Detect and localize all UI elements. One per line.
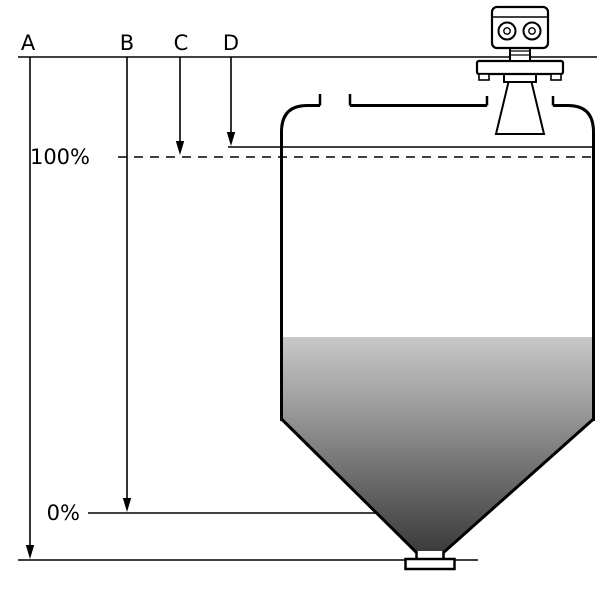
tank-cone-left <box>280 417 418 554</box>
flange-bolt-left <box>478 73 490 81</box>
empty-level-label: 0% <box>47 501 80 525</box>
dim-label-b: B <box>120 31 134 55</box>
tank-right-wall-and-top <box>553 104 595 421</box>
outlet-neck <box>415 551 445 559</box>
dim-label-d: D <box>223 31 239 55</box>
arrowhead-b <box>122 498 132 512</box>
sensor-process-flange <box>475 59 565 76</box>
tank-fill-material <box>283 337 592 551</box>
dimension-arrow-b <box>122 57 132 512</box>
dimension-arrow-a <box>25 57 35 559</box>
dim-label-c: C <box>174 31 189 55</box>
sensor-gland-left <box>497 21 517 41</box>
outlet-flange <box>404 557 456 571</box>
tank-left-wall-and-top <box>280 104 320 421</box>
dimension-arrow-d <box>226 57 236 146</box>
flange-bolt-right <box>550 73 562 81</box>
sensor-horn-antenna <box>494 79 546 135</box>
arrowhead-a <box>25 545 35 559</box>
sensor-horn-adapter <box>503 73 537 83</box>
sensor-gland-right-inner <box>528 27 536 35</box>
full-level-label: 100% <box>30 145 90 169</box>
sensor-neck-threads <box>510 50 530 56</box>
radar-level-sensor-icon <box>475 5 565 135</box>
tank-cone-right <box>442 417 595 554</box>
arrowhead-d <box>226 132 236 146</box>
dimension-arrow-c <box>175 57 185 155</box>
dim-label-a: A <box>21 31 36 55</box>
sensor-gland-right <box>522 21 542 41</box>
sensor-gland-left-inner <box>503 27 511 35</box>
arrowhead-c <box>175 141 185 155</box>
